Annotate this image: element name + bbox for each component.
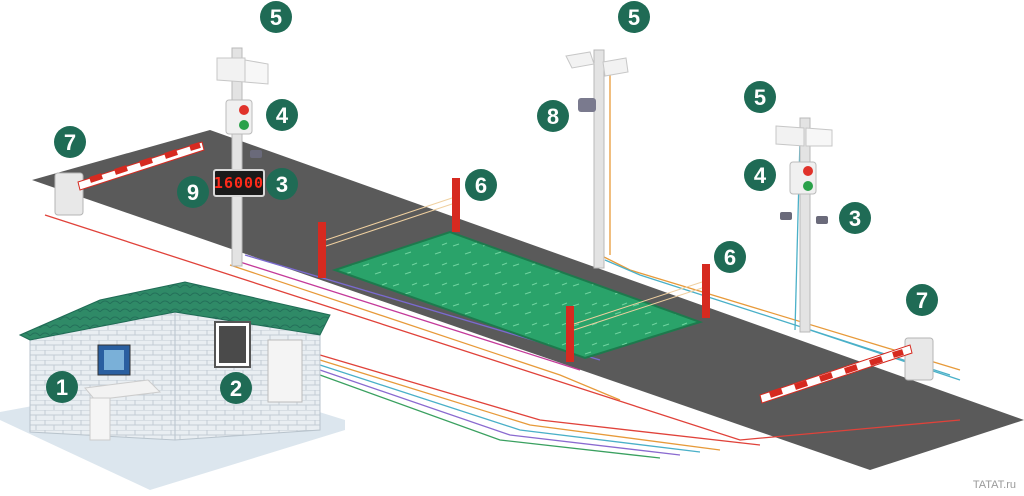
watermark: TATAT.ru xyxy=(973,479,1016,491)
barrier-gate-icon xyxy=(54,141,205,216)
svg-text:7: 7 xyxy=(64,130,76,155)
callout-4: 4 xyxy=(266,99,298,131)
pole-middle xyxy=(565,49,629,269)
traffic-light-icon xyxy=(789,161,817,195)
floodlight-icon xyxy=(602,57,629,77)
svg-text:4: 4 xyxy=(276,103,289,128)
pole-left xyxy=(216,47,269,267)
svg-text:4: 4 xyxy=(754,163,767,188)
callout-7: 7 xyxy=(54,126,86,158)
scoreboard-value: 16000 xyxy=(214,174,264,192)
svg-text:5: 5 xyxy=(628,5,640,30)
callout-3: 3 xyxy=(839,202,871,234)
callout-4: 4 xyxy=(744,159,776,191)
svg-text:6: 6 xyxy=(724,245,736,270)
callout-7: 7 xyxy=(906,284,938,316)
svg-text:6: 6 xyxy=(475,173,487,198)
callout-8: 8 xyxy=(537,100,569,132)
callout-6: 6 xyxy=(714,241,746,273)
svg-text:8: 8 xyxy=(547,104,559,129)
camera-icon xyxy=(780,212,828,224)
weighbridge-platform xyxy=(331,230,704,360)
floodlight-icon xyxy=(565,51,595,69)
callout-5: 5 xyxy=(618,1,650,33)
callout-6: 6 xyxy=(465,169,497,201)
svg-text:5: 5 xyxy=(754,85,766,110)
sensor-post-icon xyxy=(318,178,710,362)
camera-icon xyxy=(250,150,262,158)
svg-text:3: 3 xyxy=(849,206,861,231)
camera-icon xyxy=(578,98,596,112)
barrier-gate-icon xyxy=(759,337,934,404)
svg-text:9: 9 xyxy=(187,180,199,205)
svg-text:3: 3 xyxy=(276,172,288,197)
callout-5: 5 xyxy=(744,81,776,113)
computer-icon xyxy=(84,344,162,441)
callout-2: 2 xyxy=(220,372,252,404)
callout-5: 5 xyxy=(260,1,292,33)
svg-text:2: 2 xyxy=(230,376,242,401)
weight-scoreboard: 16000 xyxy=(213,169,265,197)
operator-building xyxy=(0,281,345,490)
svg-text:7: 7 xyxy=(916,288,928,313)
pole-right xyxy=(775,117,833,333)
callout-3: 3 xyxy=(266,168,298,200)
callout-9: 9 xyxy=(177,176,209,208)
callout-1: 1 xyxy=(46,371,78,403)
svg-text:5: 5 xyxy=(270,5,282,30)
traffic-light-icon xyxy=(225,99,253,135)
svg-text:1: 1 xyxy=(56,375,68,400)
